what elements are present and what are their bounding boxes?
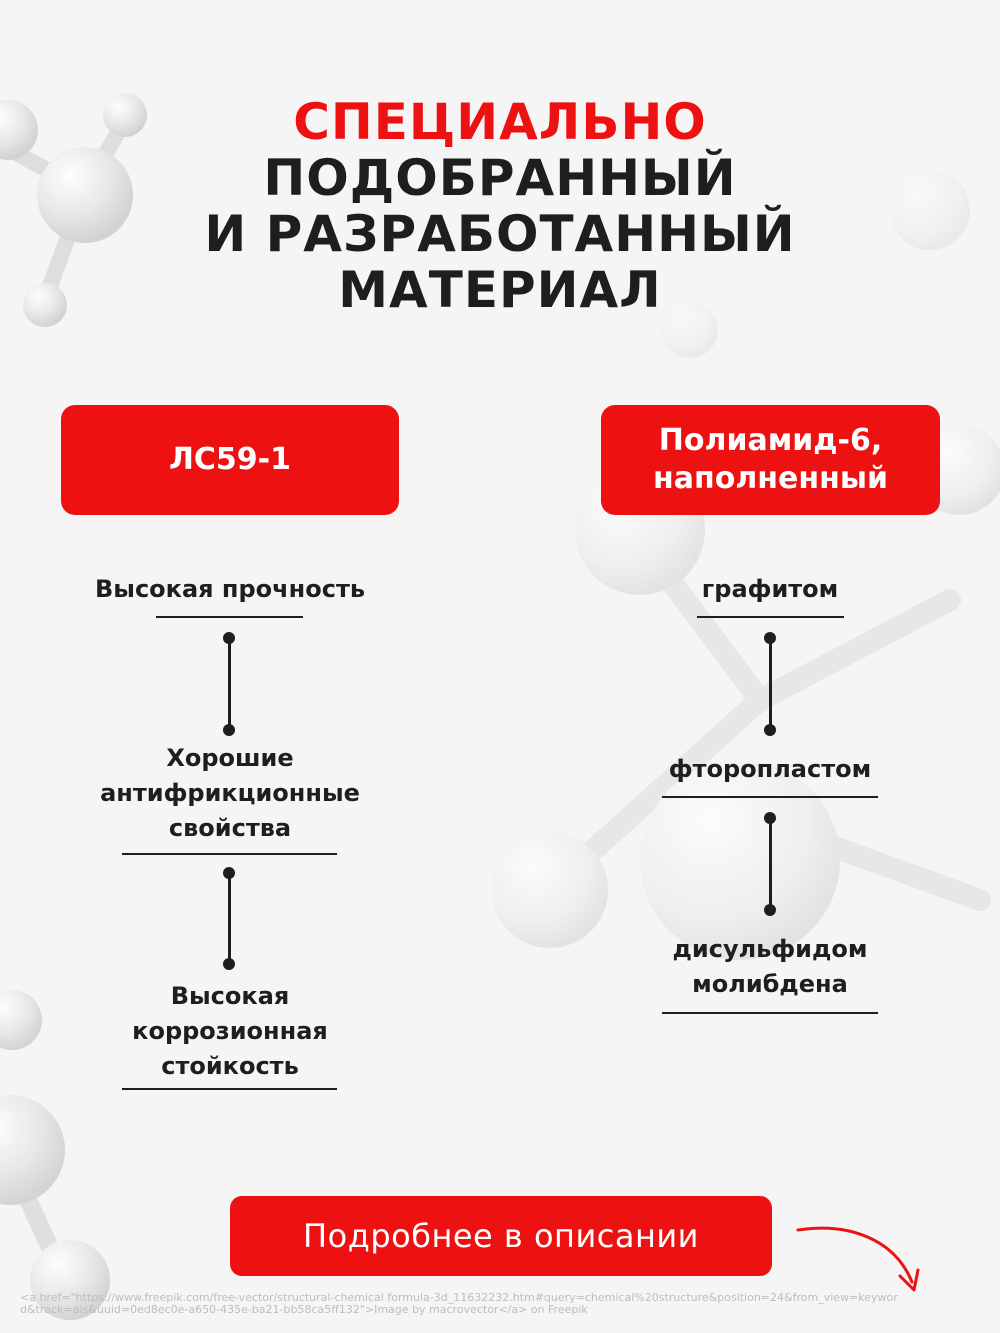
left-item-2: Хорошие антифрикционные свойства [30, 741, 430, 846]
connector-line [769, 638, 772, 730]
image-credit: <a href="https://www.freepik.com/free-ve… [20, 1291, 898, 1316]
right-item-3-text: дисульфидом молибдена [672, 935, 868, 998]
right-item-1: графитом [701, 575, 839, 603]
connector-line [228, 638, 231, 730]
divider [662, 1012, 878, 1014]
details-button-label: Подробнее в описании [303, 1217, 699, 1255]
right-material-badge: Полиамид-6, наполненный [601, 405, 940, 515]
page-title: СПЕЦИАЛЬНО ПОДОБРАННЫЙ И РАЗРАБОТАННЫЙ М… [0, 94, 1000, 318]
connector-dot [764, 724, 776, 736]
title-line-1: СПЕЦИАЛЬНО [293, 93, 707, 151]
divider [122, 1088, 337, 1090]
connector-line [769, 818, 772, 910]
connector-dot [223, 958, 235, 970]
left-item-2-text: Хорошие антифрикционные свойства [100, 744, 360, 842]
details-button[interactable]: Подробнее в описании [230, 1196, 772, 1276]
divider [156, 616, 303, 618]
left-item-1: Высокая прочность [94, 575, 366, 603]
divider [662, 796, 878, 798]
right-item-2: фторопластом [668, 755, 872, 783]
left-item-3: Высокая коррозионная стойкость [30, 979, 430, 1084]
connector-dot [764, 904, 776, 916]
curved-arrow-icon [796, 1226, 920, 1292]
left-material-badge: ЛС59-1 [61, 405, 399, 515]
left-material-label: ЛС59-1 [168, 442, 291, 477]
divider [122, 853, 337, 855]
title-line-2: ПОДОБРАННЫЙ [263, 149, 737, 207]
title-line-3: И РАЗРАБОТАННЫЙ [204, 205, 796, 263]
right-material-label: Полиамид-6, наполненный [653, 423, 888, 496]
connector-dot [223, 724, 235, 736]
right-item-3: дисульфидом молибдена [570, 932, 970, 1002]
title-line-4: МАТЕРИАЛ [338, 261, 662, 319]
left-item-3-text: Высокая коррозионная стойкость [132, 982, 328, 1080]
connector-line [228, 873, 231, 965]
divider [697, 616, 844, 618]
